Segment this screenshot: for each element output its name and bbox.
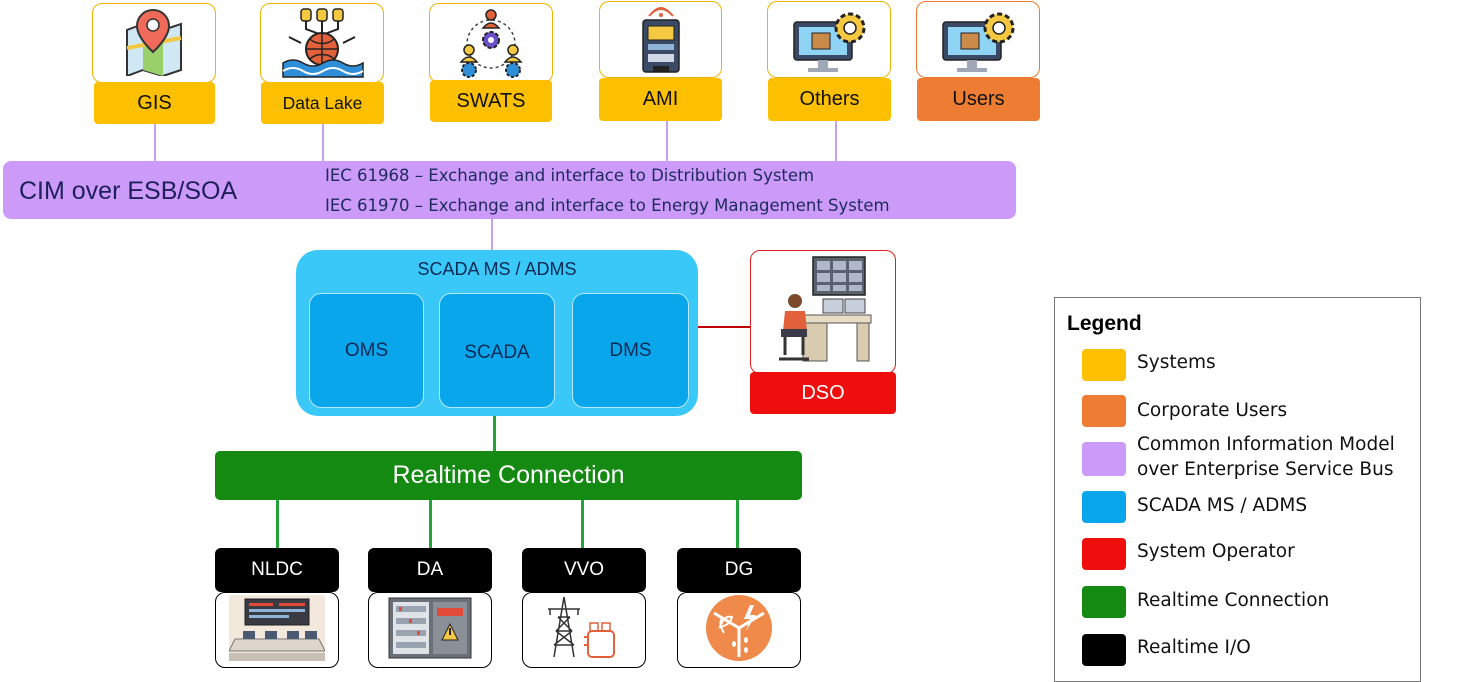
renewable-energy-icon <box>704 593 774 668</box>
legend-label-cim: Common Information Model over Enterprise… <box>1137 434 1395 480</box>
cim-standard-61968: IEC 61968 – Exchange and interface to Di… <box>325 166 815 185</box>
cim-standard-61970: IEC 61970 – Exchange and interface to En… <box>325 196 890 215</box>
connector-gis <box>154 124 156 162</box>
nldc-label: NLDC <box>215 548 339 592</box>
others-label: Others <box>768 78 891 121</box>
scada-module: SCADA <box>439 293 555 408</box>
operator-workstation-icon <box>773 255 873 372</box>
team-gears-icon <box>455 6 527 85</box>
da-label: DA <box>368 548 492 592</box>
realtime-connection-bar: Realtime Connection <box>215 451 802 500</box>
electrical-panel-icon <box>387 596 473 665</box>
swats-icon-box <box>429 3 553 83</box>
dg-icon-box <box>677 592 801 668</box>
nldc-icon-box <box>215 592 339 668</box>
legend-label-realtime-connection: Realtime Connection <box>1137 590 1330 611</box>
gis-icon-box <box>92 3 216 83</box>
monitor-gear-icon <box>939 8 1017 79</box>
cim-bus-bar: CIM over ESB/SOA IEC 61968 – Exchange an… <box>3 161 1016 219</box>
connector-dg <box>736 499 739 549</box>
dms-module: DMS <box>572 293 689 408</box>
connector-vvo <box>581 499 584 549</box>
control-room-icon <box>228 594 326 666</box>
legend-label-systems: Systems <box>1137 352 1216 373</box>
legend-swatch-realtime-io <box>1082 634 1126 666</box>
users-label: Users <box>917 78 1040 121</box>
legend-swatch-cim <box>1082 442 1126 476</box>
legend-label-realtime-io: Realtime I/O <box>1137 637 1251 658</box>
connector-nldc <box>276 499 279 549</box>
legend-label-system-operator: System Operator <box>1137 541 1295 562</box>
others-icon-box <box>767 1 891 78</box>
data-lake-label: Data Lake <box>261 82 384 124</box>
dso-label: DSO <box>750 372 896 414</box>
gis-label: GIS <box>94 82 215 124</box>
users-icon-box <box>916 1 1040 78</box>
legend-swatch-scada-adms <box>1082 491 1126 523</box>
legend-swatch-system-operator <box>1082 538 1126 570</box>
swats-label: SWATS <box>430 80 552 122</box>
legend-swatch-realtime-connection <box>1082 586 1126 618</box>
data-lake-icon-box <box>260 3 384 83</box>
vvo-label: VVO <box>522 548 646 592</box>
connector-scada-dso <box>697 326 751 328</box>
scada-adms-title: SCADA MS / ADMS <box>417 259 577 279</box>
legend-box: Legend Systems Corporate Users Common In… <box>1054 297 1421 682</box>
legend-swatch-corporate-users <box>1082 395 1126 427</box>
connector-ami <box>666 121 668 162</box>
smart-meter-icon <box>639 4 683 81</box>
ami-icon-box <box>599 1 722 78</box>
legend-label-corporate-users: Corporate Users <box>1137 400 1288 421</box>
da-icon-box <box>368 592 492 668</box>
ami-label: AMI <box>599 78 722 121</box>
connector-others <box>835 121 837 162</box>
data-lake-icon <box>279 7 365 84</box>
transmission-tower-icon <box>544 595 624 666</box>
legend-label-scada-adms: SCADA MS / ADMS <box>1137 495 1308 516</box>
connector-scada-realtime <box>493 415 496 452</box>
scada-adms-box: SCADA MS / ADMS OMS SCADA DMS <box>296 250 698 416</box>
legend-swatch-systems <box>1082 349 1126 381</box>
connector-data-lake <box>322 124 324 162</box>
connector-da <box>429 499 432 549</box>
map-pin-icon <box>123 8 185 81</box>
vvo-icon-box <box>522 592 646 668</box>
legend-title: Legend <box>1067 312 1142 335</box>
cim-title: CIM over ESB/SOA <box>19 177 238 205</box>
connector-cim-scada <box>491 218 493 251</box>
oms-module: OMS <box>309 293 424 408</box>
dso-icon-box <box>750 250 896 374</box>
monitor-gear-icon <box>790 8 868 79</box>
dg-label: DG <box>677 548 801 592</box>
